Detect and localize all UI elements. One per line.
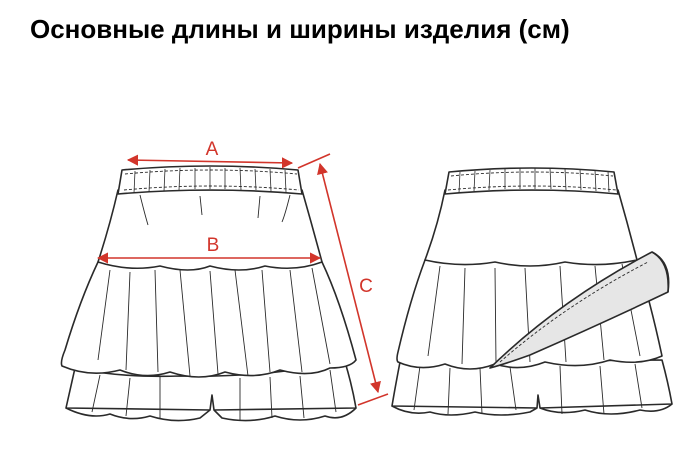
- label-a: A: [206, 139, 219, 160]
- page-title: Основные длины и ширины изделия (см): [30, 14, 570, 44]
- label-c: C: [359, 276, 373, 297]
- measure-c-line: [317, 162, 381, 394]
- label-b: B: [207, 235, 220, 256]
- measure-c-tick-top: [297, 153, 331, 169]
- measure-a-line: [126, 154, 294, 169]
- measurement-lines: [96, 153, 389, 406]
- measure-c-tick-bottom: [357, 393, 389, 406]
- back-tier-upper: [424, 189, 638, 267]
- back-view: [391, 167, 673, 416]
- back-shorts: [391, 359, 673, 409]
- front-tier-lower: [60, 261, 357, 378]
- front-view: [60, 165, 357, 422]
